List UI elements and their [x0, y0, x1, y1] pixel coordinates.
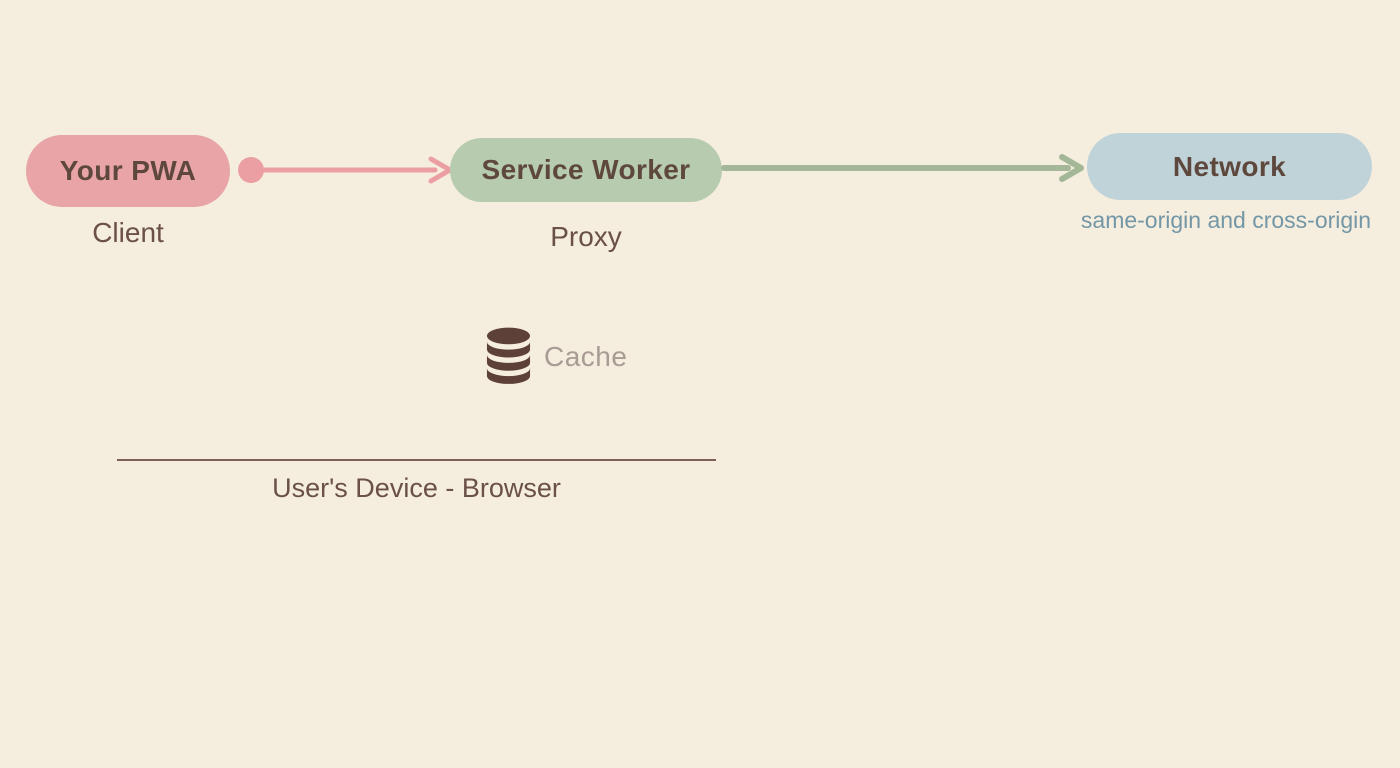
device-boundary-line — [117, 459, 716, 461]
node-network-label: Network — [1172, 150, 1287, 182]
arrow-pwa-to-service-worker-icon — [238, 156, 453, 184]
node-service-worker: Service Worker — [450, 138, 722, 202]
node-your-pwa-sublabel: Client — [92, 217, 164, 248]
node-your-pwa-label: Your PWA — [59, 155, 197, 186]
device-boundary-label: User's Device - Browser — [272, 473, 561, 503]
arrow-head — [1059, 154, 1084, 182]
node-network-sublabel: same-origin and cross-origin — [1080, 207, 1372, 233]
node-your-pwa: Your PWA — [26, 135, 230, 207]
node-service-worker-sublabel: Proxy — [550, 221, 622, 252]
database-icon — [486, 327, 531, 384]
cache-group: Cache — [485, 327, 627, 386]
node-service-worker-label: Service Worker — [481, 154, 691, 185]
arrow-service-worker-to-network-icon — [721, 154, 1084, 182]
node-network: Network — [1087, 133, 1372, 200]
cache-label: Cache — [544, 340, 628, 372]
